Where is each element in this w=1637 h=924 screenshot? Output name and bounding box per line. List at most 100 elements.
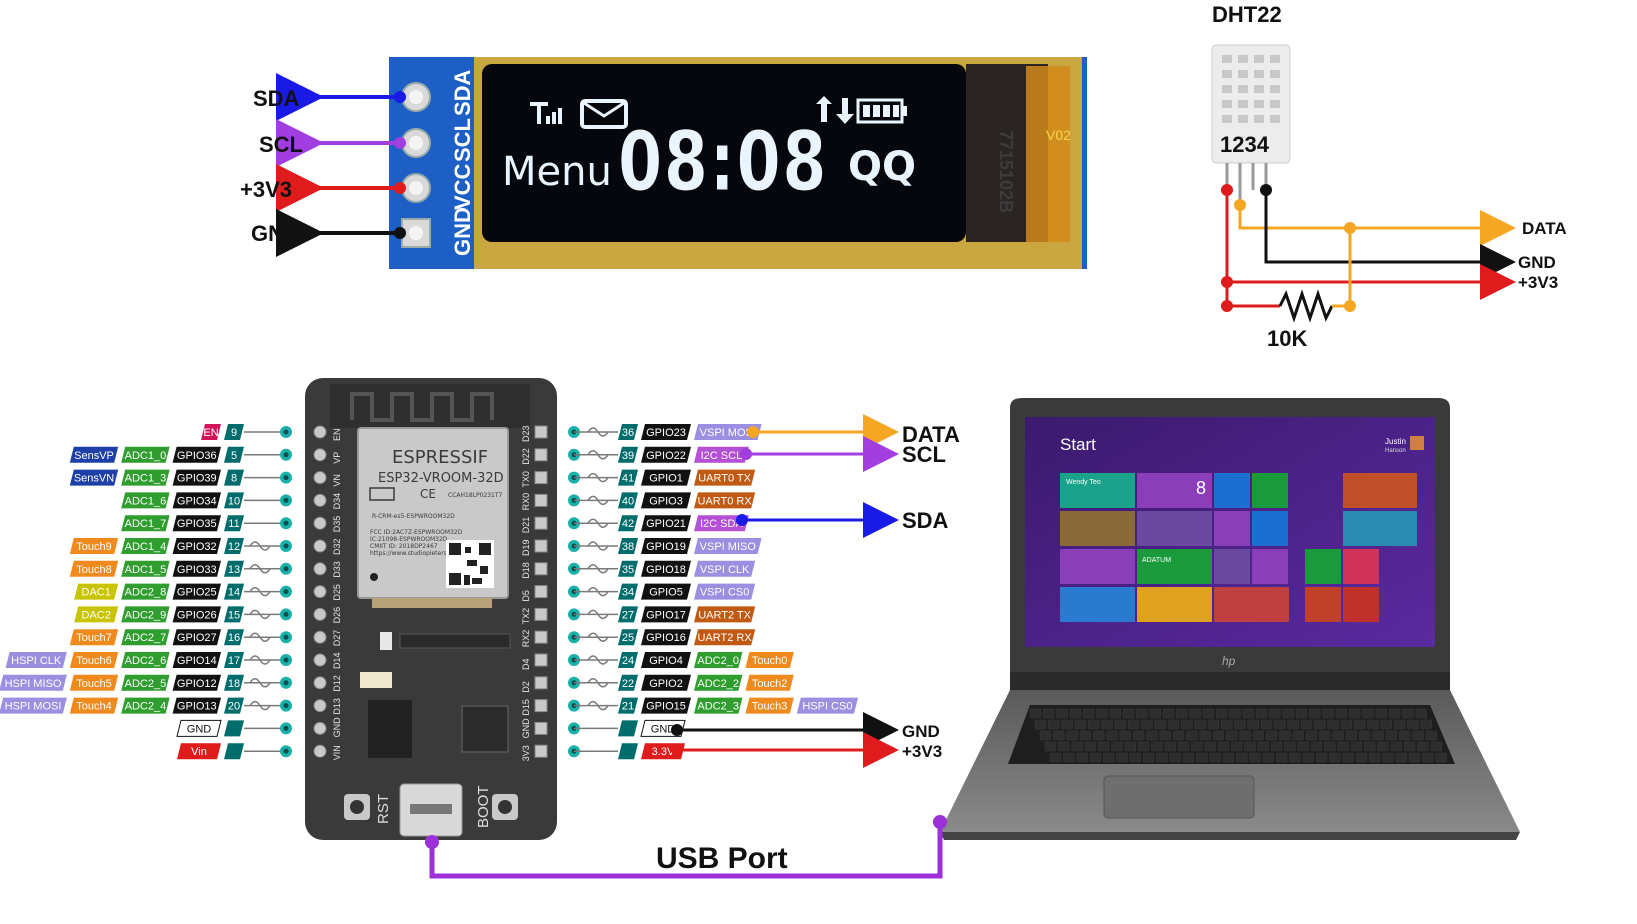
- keyboard-key[interactable]: [1172, 730, 1185, 741]
- keyboard-key[interactable]: [1407, 719, 1419, 730]
- keyboard-key[interactable]: [1239, 730, 1251, 741]
- keyboard-key[interactable]: [1217, 741, 1230, 752]
- keyboard-key[interactable]: [1327, 719, 1339, 730]
- keyboard-key[interactable]: [1265, 730, 1278, 741]
- keyboard-key[interactable]: [1358, 730, 1371, 741]
- keyboard-key[interactable]: [1181, 719, 1193, 730]
- keyboard-key[interactable]: [1310, 741, 1323, 752]
- start-tile[interactable]: [1214, 549, 1250, 584]
- start-tile[interactable]: [1137, 473, 1212, 508]
- keyboard-key[interactable]: [1199, 730, 1211, 741]
- start-tile[interactable]: [1060, 473, 1135, 508]
- keyboard-key[interactable]: [1177, 741, 1190, 752]
- keyboard-key[interactable]: [1390, 741, 1403, 752]
- keyboard-key[interactable]: [1146, 730, 1158, 741]
- keyboard-key[interactable]: [1314, 719, 1326, 730]
- keyboard-key[interactable]: [1297, 741, 1309, 752]
- keyboard-key[interactable]: [1295, 708, 1308, 719]
- keyboard-key[interactable]: [1169, 752, 1181, 763]
- start-tile[interactable]: [1060, 549, 1135, 584]
- keyboard-key[interactable]: [1292, 730, 1304, 741]
- keyboard-key[interactable]: [1363, 741, 1376, 752]
- keyboard-key[interactable]: [1324, 741, 1336, 752]
- keyboard-key[interactable]: [1204, 741, 1216, 752]
- keyboard-key[interactable]: [1382, 752, 1394, 763]
- keyboard-key[interactable]: [1260, 719, 1273, 730]
- start-tile[interactable]: [1305, 587, 1341, 622]
- keyboard-key[interactable]: [1220, 719, 1233, 730]
- keyboard-key[interactable]: [1207, 719, 1220, 730]
- keyboard-key[interactable]: [1257, 741, 1270, 752]
- keyboard-key[interactable]: [1398, 730, 1411, 741]
- keyboard-key[interactable]: [1074, 719, 1087, 730]
- keyboard-key[interactable]: [1141, 719, 1153, 730]
- start-tile[interactable]: [1252, 549, 1288, 584]
- keyboard-key[interactable]: [1337, 741, 1349, 752]
- start-tile[interactable]: [1137, 549, 1212, 584]
- keyboard-key[interactable]: [1039, 730, 1052, 741]
- start-tile[interactable]: [1305, 549, 1341, 584]
- keyboard-key[interactable]: [1368, 752, 1381, 763]
- keyboard-key[interactable]: [1056, 708, 1068, 719]
- keyboard-key[interactable]: [1422, 752, 1434, 763]
- keyboard-key[interactable]: [1196, 752, 1208, 763]
- keyboard-key[interactable]: [1348, 708, 1361, 719]
- keyboard-key[interactable]: [1076, 752, 1088, 763]
- keyboard-key[interactable]: [1222, 752, 1235, 763]
- keyboard-key[interactable]: [1289, 752, 1301, 763]
- keyboard-key[interactable]: [1048, 719, 1060, 730]
- keyboard-key[interactable]: [1332, 730, 1344, 741]
- keyboard-key[interactable]: [1215, 708, 1228, 719]
- keyboard-key[interactable]: [1044, 741, 1057, 752]
- keyboard-key[interactable]: [1435, 752, 1447, 763]
- start-tile[interactable]: [1343, 473, 1417, 508]
- keyboard-key[interactable]: [1355, 752, 1368, 763]
- keyboard-key[interactable]: [1111, 741, 1123, 752]
- keyboard-key[interactable]: [1372, 730, 1384, 741]
- keyboard-key[interactable]: [1029, 708, 1042, 719]
- keyboard-key[interactable]: [1287, 719, 1299, 730]
- start-tile[interactable]: [1214, 587, 1289, 622]
- keyboard-key[interactable]: [1350, 741, 1363, 752]
- keyboard-key[interactable]: [1156, 752, 1168, 763]
- keyboard-key[interactable]: [1127, 719, 1140, 730]
- keyboard-key[interactable]: [1034, 719, 1047, 730]
- start-tile[interactable]: [1214, 511, 1250, 546]
- keyboard-key[interactable]: [1097, 741, 1110, 752]
- keyboard-key[interactable]: [1142, 752, 1155, 763]
- laptop-touchpad[interactable]: [1103, 775, 1255, 819]
- keyboard-key[interactable]: [1408, 752, 1421, 763]
- keyboard-key[interactable]: [1275, 752, 1288, 763]
- keyboard-key[interactable]: [1106, 730, 1118, 741]
- keyboard-key[interactable]: [1089, 752, 1102, 763]
- keyboard-key[interactable]: [1420, 719, 1432, 730]
- keyboard-key[interactable]: [1149, 708, 1161, 719]
- keyboard-key[interactable]: [1109, 708, 1122, 719]
- keyboard-key[interactable]: [1309, 708, 1321, 719]
- keyboard-key[interactable]: [1082, 708, 1095, 719]
- keyboard-key[interactable]: [1162, 708, 1175, 719]
- keyboard-key[interactable]: [1244, 741, 1256, 752]
- keyboard-key[interactable]: [1329, 752, 1341, 763]
- start-tile[interactable]: [1060, 587, 1135, 622]
- keyboard-key[interactable]: [1151, 741, 1163, 752]
- keyboard-key[interactable]: [1302, 752, 1314, 763]
- keyboard-key[interactable]: [1063, 752, 1075, 763]
- keyboard-key[interactable]: [1182, 752, 1195, 763]
- keyboard-key[interactable]: [1049, 752, 1062, 763]
- start-tile[interactable]: [1343, 549, 1379, 584]
- keyboard-key[interactable]: [1319, 730, 1331, 741]
- keyboard-key[interactable]: [1403, 741, 1416, 752]
- start-tile[interactable]: [1252, 511, 1288, 546]
- start-tile[interactable]: [1060, 511, 1135, 546]
- keyboard-key[interactable]: [1069, 708, 1082, 719]
- keyboard-key[interactable]: [1061, 719, 1073, 730]
- keyboard-key[interactable]: [1375, 708, 1388, 719]
- keyboard-key[interactable]: [1209, 752, 1221, 763]
- keyboard-key[interactable]: [1087, 719, 1100, 730]
- keyboard-key[interactable]: [1189, 708, 1201, 719]
- keyboard-key[interactable]: [1235, 752, 1248, 763]
- keyboard-key[interactable]: [1101, 719, 1113, 730]
- keyboard-key[interactable]: [1393, 719, 1406, 730]
- start-tile[interactable]: [1137, 587, 1212, 622]
